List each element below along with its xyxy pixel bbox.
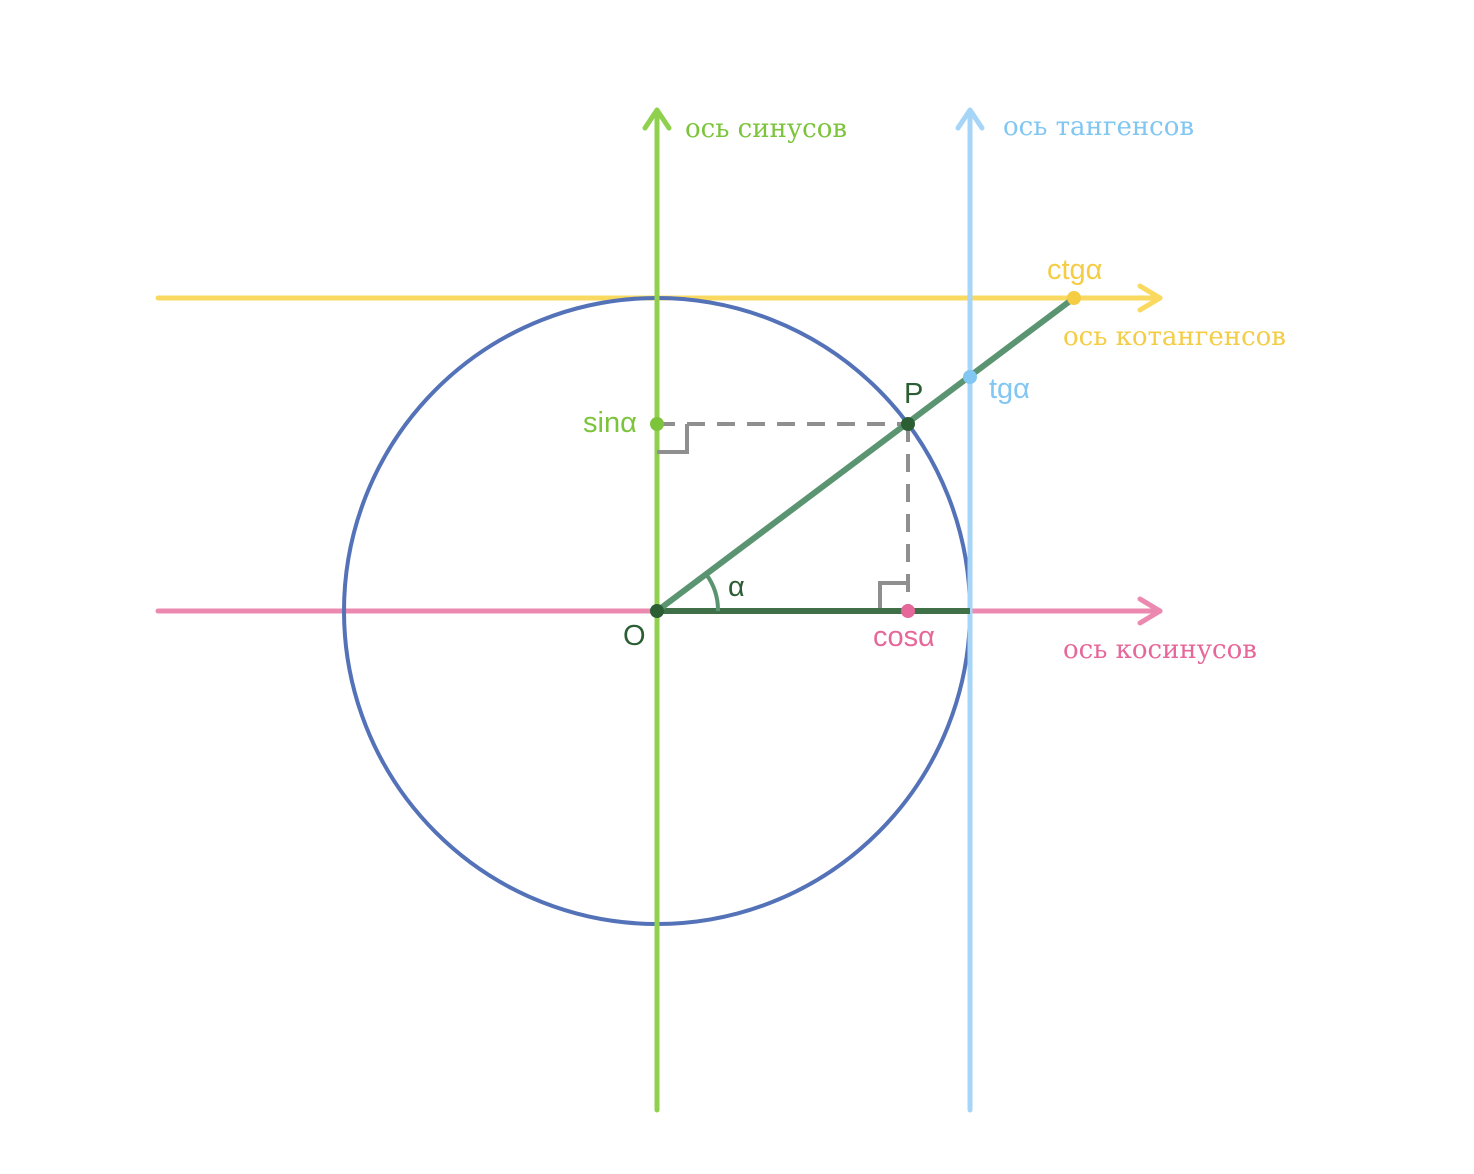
radius-ray <box>654 295 1077 614</box>
cos-point <box>901 604 915 618</box>
sin-label: sinα <box>583 407 637 439</box>
right-angle-marker-cosine <box>878 581 908 611</box>
sine-axis-arrow-icon <box>642 107 672 131</box>
cosine-axis-label: ось косинусов <box>1063 635 1257 665</box>
right-angle-marker-sine <box>657 424 689 454</box>
cot-label: ctgα <box>1047 254 1102 286</box>
sin-point <box>650 417 664 431</box>
cotangent-axis-label: ось котангенсов <box>1063 322 1286 352</box>
cos-label: cosα <box>873 621 935 653</box>
tan-point <box>963 370 977 384</box>
origin-point <box>650 604 664 618</box>
angle-arc <box>704 572 721 612</box>
cotangent-axis-arrow-icon <box>1137 283 1163 313</box>
p-label: P <box>904 378 923 410</box>
tangent-axis-arrow-icon <box>955 107 985 131</box>
cot-point <box>1067 291 1081 305</box>
cosine-axis-arrow-icon <box>1137 596 1163 626</box>
p-point <box>901 417 915 431</box>
sine-axis-label: ось синусов <box>685 114 847 144</box>
tan-label: tgα <box>989 373 1030 405</box>
origin-label: O <box>623 620 646 652</box>
angle-label: α <box>728 571 745 603</box>
tangent-axis-label: ось тангенсов <box>1003 112 1194 142</box>
